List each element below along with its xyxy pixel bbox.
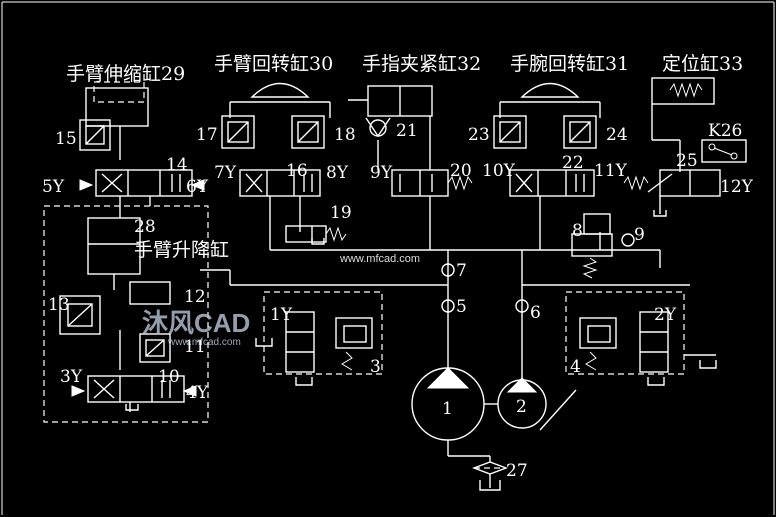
label-6: 6 — [530, 303, 541, 323]
label-solenoid-6y: 6Y — [186, 177, 209, 197]
cylinder-32-symbol — [348, 85, 433, 170]
label-28: 28 — [134, 217, 156, 237]
watermark: www.mfcad.com 沐风CAD www.mfcad.com — [142, 253, 420, 348]
valve-18 — [291, 115, 325, 149]
label-solenoid-2y: 2Y — [654, 305, 677, 325]
label-solenoid-8y: 8Y — [326, 163, 349, 183]
check-valve-7 — [441, 263, 455, 277]
pump-2 — [484, 377, 577, 431]
label-7: 7 — [456, 261, 467, 281]
pipelines — [119, 196, 690, 378]
label-10: 10 — [158, 367, 180, 387]
label-13: 13 — [48, 295, 70, 315]
label-cylinder-29: 手臂伸缩缸29 — [66, 63, 185, 85]
label-16: 16 — [286, 161, 308, 181]
label-23: 23 — [468, 125, 490, 145]
check-valve-5 — [441, 299, 455, 313]
switch-k26-symbol — [701, 139, 747, 163]
label-solenoid-7y: 7Y — [214, 163, 237, 183]
directional-valve-20 — [391, 169, 473, 197]
label-15: 15 — [55, 129, 77, 149]
arm-lift-subsystem — [43, 205, 209, 423]
label-cylinder-30: 手臂回转缸30 — [214, 53, 333, 75]
cylinder-29-symbol — [85, 81, 149, 160]
check-valve-6 — [515, 299, 529, 313]
check-valve-21 — [365, 117, 391, 138]
label-8: 8 — [572, 221, 583, 241]
watermark-site: www.mfcad.com — [167, 337, 241, 348]
directional-valve-16 — [239, 169, 321, 197]
label-22: 22 — [562, 153, 584, 173]
label-cylinder-33: 定位缸33 — [662, 53, 743, 75]
filter-27 — [447, 440, 508, 491]
label-cylinder-31: 手腕回转缸31 — [510, 53, 629, 75]
label-25: 25 — [676, 151, 698, 171]
valve-17 — [221, 115, 255, 149]
label-17: 17 — [196, 125, 218, 145]
directional-valve-25 — [623, 169, 721, 197]
label-5: 5 — [456, 297, 467, 317]
label-solenoid-4y: 4Y — [186, 383, 209, 403]
watermark-site-top: www.mfcad.com — [339, 253, 420, 265]
cylinder-31-symbol — [499, 82, 601, 118]
label-3: 3 — [370, 357, 381, 377]
valve-24 — [563, 115, 597, 149]
label-solenoid-10y: 10Y — [482, 161, 516, 181]
label-cylinder-arm-lift: 手臂升降缸 — [134, 239, 229, 261]
watermark-brand: 沐风CAD — [142, 308, 250, 338]
label-4: 4 — [570, 357, 581, 377]
label-27: 27 — [506, 461, 528, 481]
valve-19 — [285, 225, 347, 243]
valve-15 — [79, 119, 111, 151]
label-solenoid-11y: 11Y — [594, 161, 628, 181]
valve-23 — [493, 115, 527, 149]
label-solenoid-5y: 5Y — [42, 177, 65, 197]
label-cylinder-32: 手指夹紧缸32 — [362, 53, 481, 75]
directional-valve-22 — [509, 169, 595, 197]
label-20: 20 — [450, 161, 472, 181]
label-9: 9 — [634, 225, 645, 245]
label-solenoid-3y: 3Y — [60, 367, 83, 387]
directional-valve-14 — [79, 169, 205, 197]
label-14: 14 — [166, 155, 188, 175]
label-21: 21 — [396, 121, 418, 141]
valve-8 — [571, 213, 613, 279]
label-11: 11 — [184, 337, 206, 357]
label-solenoid-1y: 1Y — [270, 305, 293, 325]
label-2: 2 — [516, 397, 527, 417]
label-18: 18 — [334, 125, 356, 145]
label-1: 1 — [442, 399, 453, 419]
cylinder-33-symbol — [651, 77, 715, 172]
relief-valve-3-assembly — [263, 291, 383, 375]
relief-valve-4-assembly — [565, 291, 716, 375]
label-solenoid-9y: 9Y — [370, 163, 393, 183]
label-24: 24 — [606, 125, 628, 145]
label-19: 19 — [330, 203, 352, 223]
label-switch-k26: K26 — [708, 121, 742, 141]
label-12: 12 — [184, 287, 206, 307]
label-solenoid-12y: 12Y — [720, 177, 754, 197]
tank-symbols — [125, 210, 717, 411]
check-valve-9 — [621, 233, 635, 247]
cylinder-30-symbol — [229, 82, 331, 118]
